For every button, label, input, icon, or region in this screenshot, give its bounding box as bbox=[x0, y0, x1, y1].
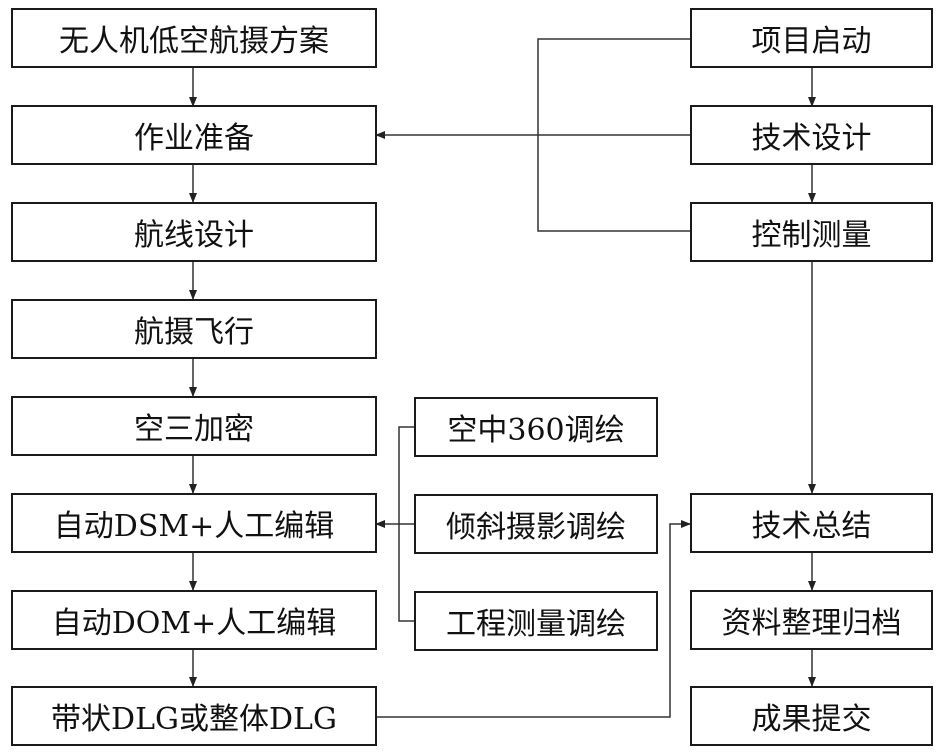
node-work-prep: 作业准备 bbox=[11, 105, 377, 165]
node-project-start: 项目启动 bbox=[690, 8, 933, 68]
node-tech-design: 技术设计 bbox=[690, 105, 933, 165]
node-auto-dom: 自动DOM+人工编辑 bbox=[11, 590, 377, 650]
node-route-design: 航线设计 bbox=[11, 202, 377, 262]
node-deliver: 成果提交 bbox=[690, 686, 933, 746]
node-control-survey: 控制测量 bbox=[690, 202, 933, 262]
node-air-360: 空中360调绘 bbox=[414, 397, 658, 457]
node-aerial-flight: 航摄飞行 bbox=[11, 299, 377, 359]
node-tech-summary: 技术总结 bbox=[690, 493, 933, 553]
node-uav-plan: 无人机低空航摄方案 bbox=[11, 8, 377, 68]
bracket-project-start-control-survey bbox=[537, 38, 691, 232]
edge-dlg-to-tech-summary bbox=[376, 520, 691, 718]
node-eng-survey: 工程测量调绘 bbox=[414, 591, 658, 651]
node-oblique: 倾斜摄影调绘 bbox=[414, 494, 658, 554]
node-auto-dsm: 自动DSM+人工编辑 bbox=[11, 493, 377, 553]
node-aerotriangulation: 空三加密 bbox=[11, 396, 377, 456]
node-data-archive: 资料整理归档 bbox=[690, 590, 933, 650]
node-dlg: 带状DLG或整体DLG bbox=[11, 686, 377, 746]
